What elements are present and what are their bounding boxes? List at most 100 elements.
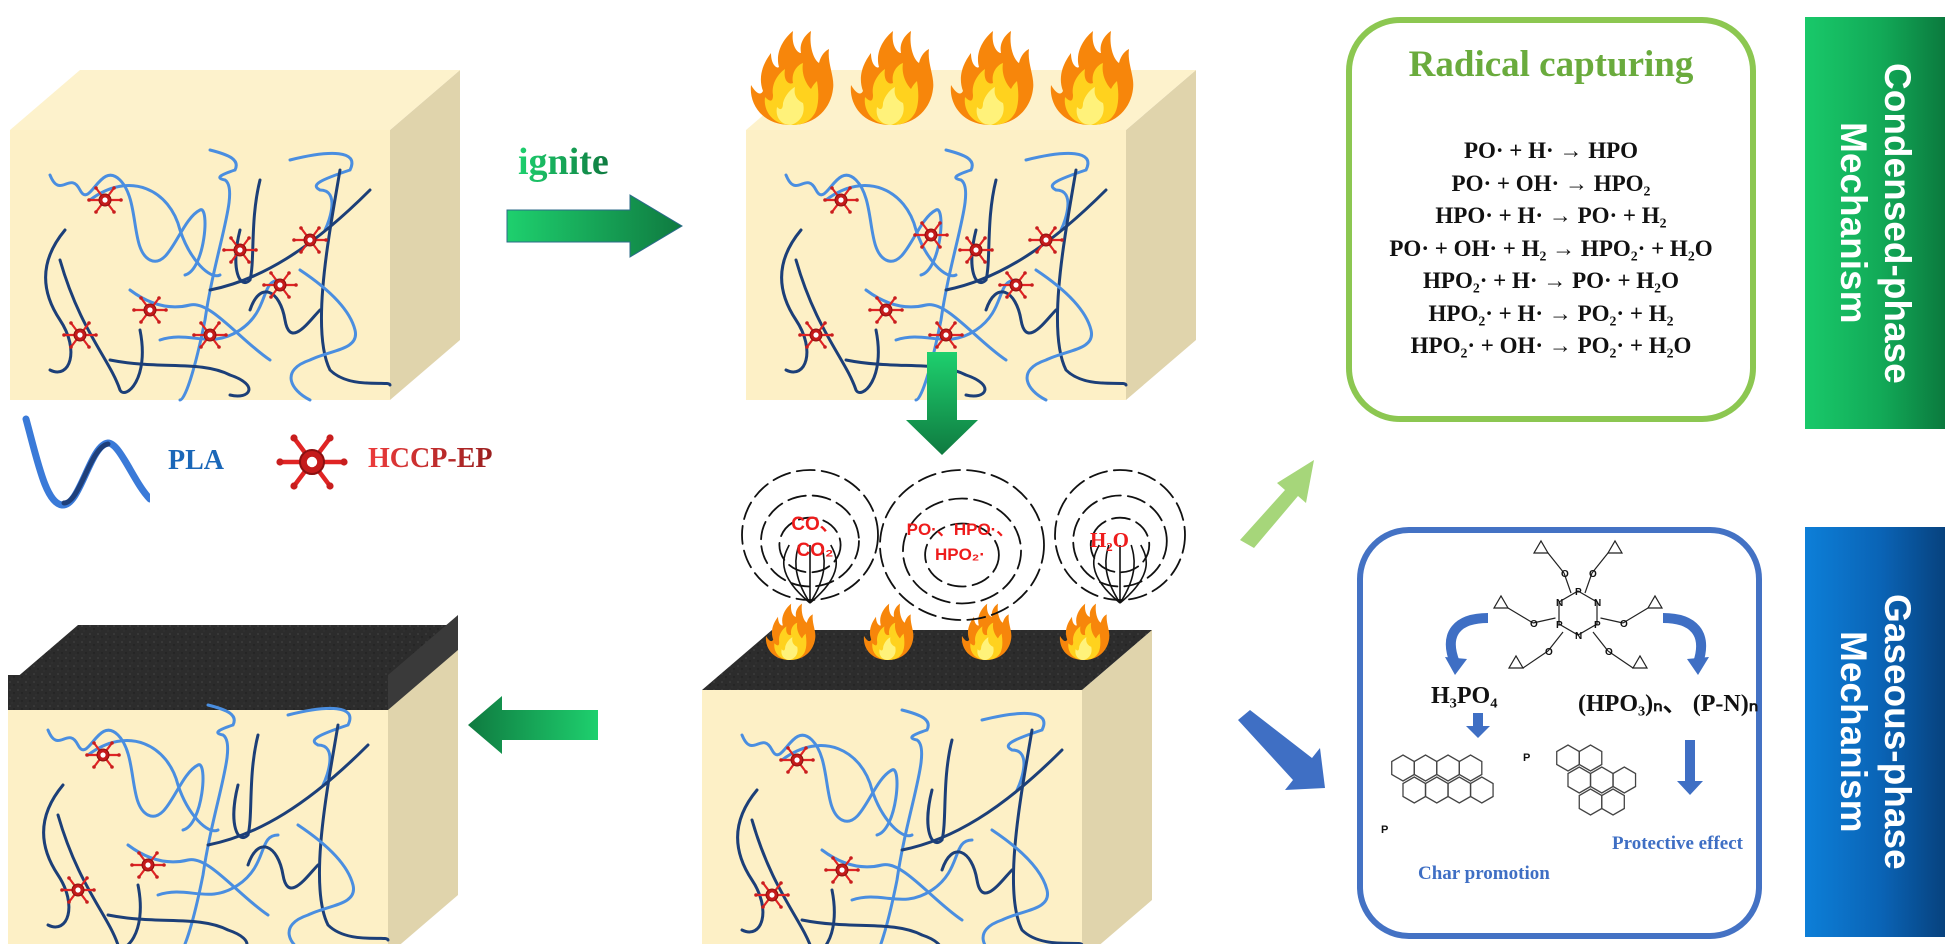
h3po4-label: H₃PO₄	[1431, 683, 1498, 709]
curved-arrow-left	[1445, 613, 1489, 665]
aromatic-ring	[1578, 788, 1603, 816]
gas-cloud-po-line1: PO·、HPO·、	[906, 520, 1014, 539]
gas-cloud-co-line2: CO₂	[796, 540, 834, 561]
to-gaseous-arrow	[1238, 710, 1325, 790]
pla-chain	[780, 744, 914, 838]
condensed-phase-text: Condensed-phase Mechanism	[1831, 63, 1919, 384]
condensed-phase-line2: Mechanism	[1833, 122, 1874, 324]
pla-chain	[183, 703, 236, 944]
pla-chain	[286, 706, 352, 787]
pla-chain	[926, 738, 954, 844]
flame-icon	[765, 603, 816, 660]
atom-label: O	[1605, 647, 1613, 658]
pla-chain	[794, 258, 880, 394]
pla-chain	[319, 168, 392, 387]
pla-chain	[1024, 151, 1090, 232]
radical-capturing-panel: Radical capturing PO· + H· → HPO PO· + O…	[1346, 17, 1756, 422]
flame-icon	[961, 603, 1012, 660]
pla-chain	[232, 733, 260, 839]
atom-label: N	[1594, 598, 1601, 609]
equation-7: HPO₂· + OH· → PO₂· + H₂O	[1410, 333, 1692, 358]
atom-label: P	[1594, 620, 1601, 631]
smoke-cloud-po	[879, 469, 1045, 621]
pla-chain	[1011, 728, 1084, 944]
flame-icon	[750, 31, 834, 125]
char-layer-top	[8, 625, 458, 685]
pla-block-char-forming	[702, 603, 1152, 944]
atom-label: P	[1556, 620, 1563, 631]
atom-label: N	[1575, 631, 1582, 642]
pla-chains	[42, 703, 390, 944]
gas-cloud-po-line2: HPO₂·	[934, 545, 986, 564]
pla-chains	[736, 708, 1084, 944]
pla-block-char-protected	[8, 615, 458, 944]
pla-chain	[800, 918, 941, 944]
polyphosphate-label: (HPO₃)ₙ、 (P-N)ₙ	[1578, 691, 1759, 717]
equation-6: HPO₂· + H· → PO₂· + H₂	[1428, 300, 1674, 326]
pla-chain	[88, 184, 222, 278]
aromatic-ring	[1556, 744, 1580, 772]
hccp-ep-legend-label: HCCP-EP	[368, 443, 493, 474]
phosphorus-atom: P	[1523, 752, 1530, 764]
atom-label: O	[1545, 647, 1553, 658]
pla-block-initial	[10, 70, 460, 402]
pla-chain	[780, 228, 809, 374]
radical-capturing-title: Radical capturing	[1408, 44, 1694, 85]
ignite-arrow	[506, 194, 683, 258]
pla-chain	[48, 173, 207, 277]
pla-chain	[984, 290, 1058, 335]
pla-chain	[108, 358, 251, 398]
hccp-ep-skeleton	[1492, 539, 1664, 669]
pla-chain	[850, 838, 974, 902]
ignite-label: ignite	[518, 141, 609, 183]
pla-chain	[981, 828, 1049, 944]
pla-chain	[1055, 168, 1128, 387]
gas-cloud-h2o-label: H₂O	[1090, 528, 1129, 552]
gaseous-phase-text: Gaseous-phase Mechanism	[1831, 594, 1919, 870]
radical-equation-list: PO· + H· → HPO PO· + OH· → HPO₂ HPO· + H…	[1352, 135, 1750, 363]
down-arrow	[906, 352, 978, 455]
gaseous-phase-line2: Mechanism	[1833, 631, 1874, 833]
equation-2: PO· + OH· → HPO₂	[1451, 170, 1651, 196]
gas-cloud-po-label: PO·、HPO·、 HPO₂·	[885, 517, 1035, 567]
aromatic-ring	[1413, 754, 1438, 782]
aromatic-ring	[1612, 766, 1637, 794]
pla-chain	[156, 833, 280, 897]
pla-chain	[740, 733, 899, 837]
flame-icon	[850, 31, 934, 125]
aromatic-ring	[1589, 766, 1614, 794]
pla-chain	[287, 823, 355, 944]
pla-chain	[58, 258, 144, 394]
pla-chain	[824, 184, 958, 278]
aromatic-ring	[1578, 744, 1603, 772]
atom-label: O	[1561, 569, 1569, 580]
protective-effect-label: Protective effect	[1612, 833, 1743, 854]
pla-chain	[980, 711, 1046, 792]
char-structure	[1391, 744, 1637, 816]
curved-arrow-right-head	[1687, 657, 1709, 675]
curved-arrow-left-head	[1445, 657, 1467, 675]
pla-chain	[234, 178, 262, 284]
pla-chain	[42, 783, 71, 929]
pla-chain	[864, 288, 1008, 362]
atom-label: O	[1620, 619, 1628, 630]
hccp-ep-molecule-icon	[272, 422, 352, 502]
atom-label: P	[1575, 587, 1582, 598]
gaseous-reaction-arrows	[1445, 613, 1709, 795]
aromatic-ring	[1567, 766, 1592, 794]
atom-label: O	[1589, 569, 1597, 580]
pla-chain	[970, 178, 998, 284]
pla-chain	[158, 278, 282, 342]
left-arrow	[468, 696, 598, 754]
gas-cloud-co-label: CO、 CO₂	[780, 512, 850, 564]
pla-chain	[317, 723, 390, 942]
char-layer-front	[8, 675, 388, 710]
aromatic-ring	[1391, 754, 1415, 782]
pla-legend-label: PLA	[168, 445, 224, 476]
smoke-plume-h2o	[1092, 544, 1148, 604]
pla-chain	[248, 290, 322, 335]
equation-1: PO· + H· → HPO	[1463, 138, 1639, 163]
